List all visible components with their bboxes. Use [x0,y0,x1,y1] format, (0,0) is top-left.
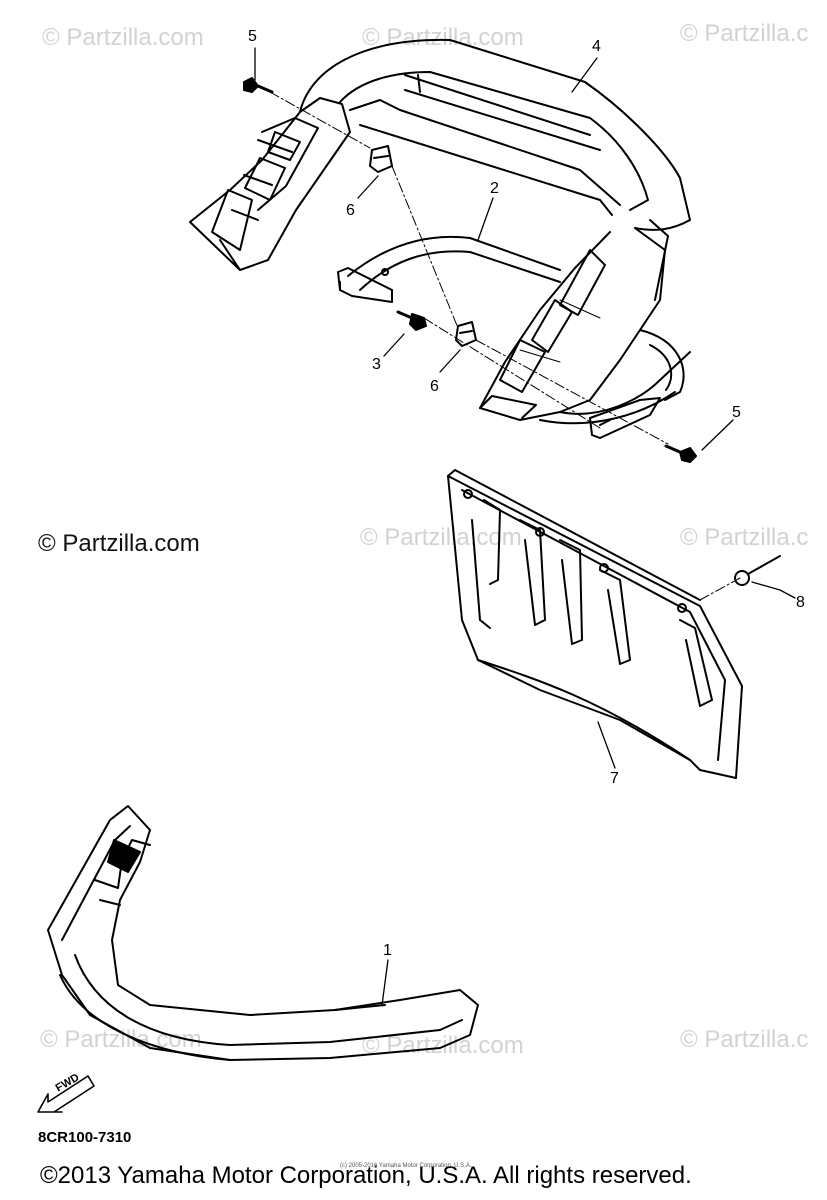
bolt-5-upper [243,77,274,94]
callout-8: 8 [796,594,805,611]
callout-6: 6 [346,202,355,219]
callout-1: 1 [383,942,392,959]
callout-6: 6 [430,378,439,395]
part-2-loop-bar [337,235,685,439]
part-7-mud-flap [447,469,743,779]
alignment-lines [269,91,741,601]
tiny-notice: (c) 2005-2016 Yamaha Motor Corporation, … [340,1163,472,1169]
fwd-arrow-icon [37,1075,95,1113]
callout-2: 2 [490,180,499,197]
callout-3: 3 [372,356,381,373]
part-4-grab-bar [189,38,691,425]
watermark: © Partzilla.c [680,1026,809,1053]
bolt-3 [396,310,427,331]
watermark: © Partzilla.c [680,524,809,551]
watermark: © Partzilla.com [42,24,204,51]
watermark: © Partzilla.com [40,1026,202,1053]
part-6-clip-upper [369,145,393,173]
copyright-notice: ©2013 Yamaha Motor Corporation, U.S.A. A… [40,1162,692,1189]
callout-5: 5 [248,28,257,45]
part-1-bumper [47,805,479,1061]
watermark-dark: © Partzilla.com [38,530,200,557]
callout-7: 7 [610,770,619,787]
watermark: © Partzilla.c [680,20,809,47]
watermark: © Partzilla.com [360,524,522,551]
diagram-code: 8CR100-7310 [38,1129,132,1146]
bolt-5-lower [664,444,697,463]
callout-4: 4 [592,38,601,55]
part-8-rivet [734,555,781,586]
leader-lines [254,47,796,1006]
callout-5: 5 [732,404,741,421]
part-6-clip-lower [455,321,477,347]
watermark: © Partzilla.com [362,24,524,51]
